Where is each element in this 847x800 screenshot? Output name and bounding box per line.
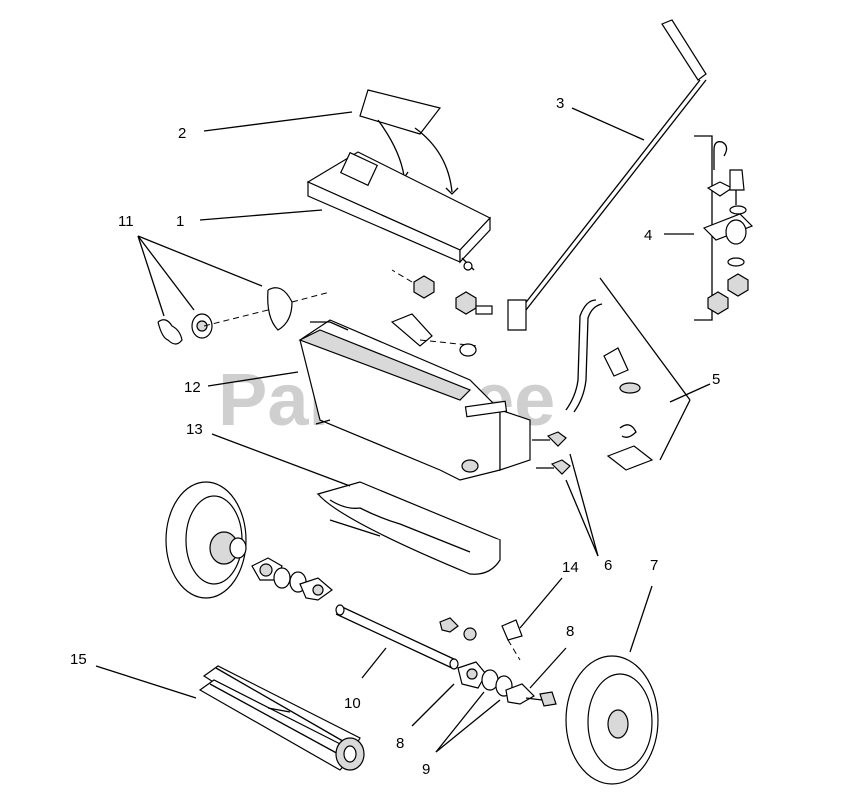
callout-4: 4 — [644, 227, 652, 244]
callout-8-right: 8 — [566, 623, 574, 640]
callout-7: 7 — [650, 557, 658, 574]
callout-8-lower: 8 — [396, 735, 404, 752]
callout-2: 2 — [178, 125, 186, 142]
screws-drawing — [532, 431, 571, 475]
axle-drawing — [335, 604, 459, 670]
bearings-right-drawing — [457, 661, 557, 707]
callout-labels: 1 2 3 4 5 6 7 8 8 9 10 11 12 13 14 15 — [70, 95, 720, 778]
leader-lines — [95, 107, 711, 753]
hopper-cover-drawing — [306, 151, 491, 271]
nut-washer-drawing — [439, 617, 523, 661]
callout-10: 10 — [344, 695, 361, 712]
callout-15: 15 — [70, 651, 87, 668]
callout-14: 14 — [562, 559, 579, 576]
callout-1: 1 — [176, 213, 184, 230]
callout-13: 13 — [186, 421, 203, 438]
hook-kit-drawing — [694, 135, 754, 321]
hopper-drawing — [298, 313, 531, 481]
wing-nut-kit-drawing — [157, 287, 331, 345]
lever-kit-drawing — [565, 277, 691, 471]
control-rod-drawing — [507, 19, 707, 331]
callout-9: 9 — [422, 761, 430, 778]
decal-drawing — [359, 89, 459, 195]
callout-6: 6 — [604, 557, 612, 574]
callout-11: 11 — [118, 213, 134, 230]
bearings-left-drawing — [251, 557, 333, 601]
callout-3: 3 — [556, 95, 564, 112]
agitator-trough-drawing — [316, 481, 502, 575]
callout-12: 12 — [184, 379, 201, 396]
cover-fasteners-drawing — [391, 269, 493, 315]
callout-5: 5 — [712, 371, 720, 388]
spreader-rotor-drawing — [198, 665, 365, 771]
wheel-right-drawing — [565, 655, 659, 785]
wheel-left-drawing — [165, 481, 247, 599]
